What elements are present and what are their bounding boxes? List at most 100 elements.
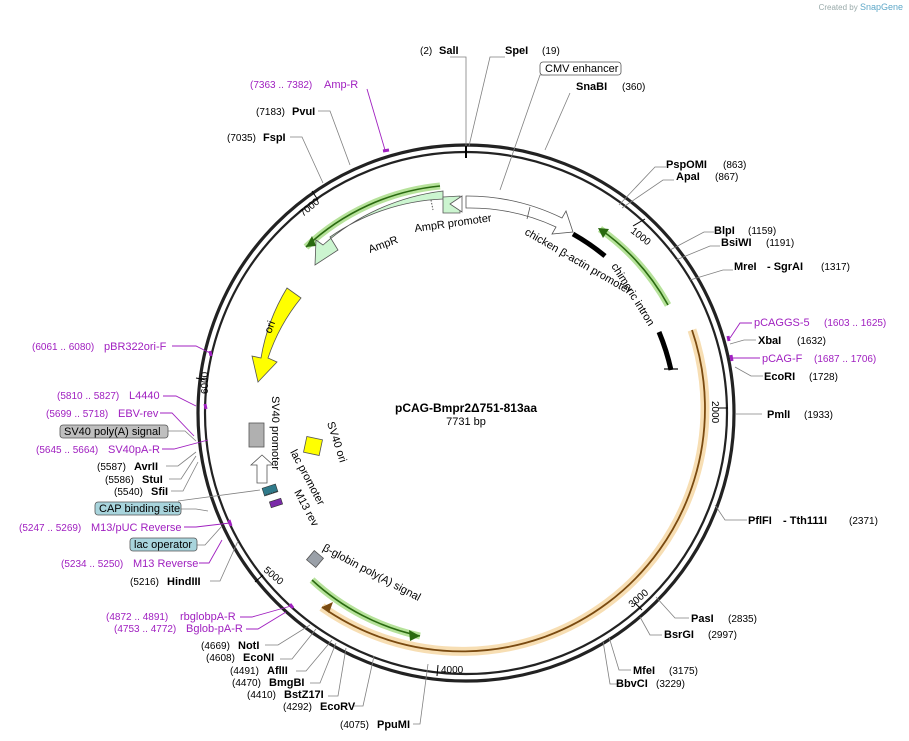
- ori-label: ori: [263, 319, 278, 335]
- site-econi: EcoNI: [243, 652, 274, 664]
- site-mrei: MreI: [734, 261, 757, 273]
- site-pos: (2835): [728, 614, 757, 625]
- site-cap-binding: CAP binding site: [99, 503, 180, 515]
- site-sgrai: - SgrAI: [767, 261, 803, 273]
- primer-pcagf: pCAG-F: [762, 353, 803, 365]
- site-pasi: PasI: [691, 613, 714, 625]
- site-fspi: FspI: [263, 132, 286, 144]
- site-pos: (5216): [130, 577, 159, 588]
- site-noti: NotI: [238, 640, 259, 652]
- site-pos: (4608): [206, 653, 235, 664]
- primer-pbr322ori: pBR322ori-F: [104, 341, 167, 353]
- site-bsiwi: BsiWI: [721, 237, 752, 249]
- site-spei: SpeI: [505, 45, 528, 57]
- site-pos: (2): [420, 46, 432, 57]
- primer-ampr: Amp-R: [324, 79, 358, 91]
- sites-right: PspOMI (863) ApaI (867) BlpI (1159) BsiW…: [616, 159, 886, 690]
- site-blpi: BlpI: [714, 225, 735, 237]
- site-mfei: MfeI: [633, 665, 655, 677]
- site-pos: (7035): [227, 133, 256, 144]
- primer-bglob-pa-r: Bglob-pA-R: [186, 623, 243, 635]
- ampr-feature: [314, 190, 463, 266]
- green-feature-arcs: [303, 182, 672, 641]
- site-pos: (5587): [97, 462, 126, 473]
- site-pos: (4491): [230, 666, 259, 677]
- insert-arc: [319, 328, 710, 656]
- snapgene-logo-text: SnapGene: [859, 2, 903, 12]
- primer-pos: (4872 .. 4891): [106, 612, 168, 623]
- primer-pos: (7363 .. 7382): [250, 80, 312, 91]
- site-pos: (867): [715, 172, 738, 183]
- site-pos: (3175): [669, 666, 698, 677]
- site-avrii: AvrII: [134, 461, 158, 473]
- primer-pos: (5247 .. 5269): [19, 523, 81, 534]
- snapgene-brand: Created by SnapGene: [819, 2, 903, 12]
- site-pos: (4292): [283, 702, 312, 713]
- site-pos: (1728): [809, 372, 838, 383]
- site-ppumi: PpuMI: [377, 719, 410, 731]
- site-pos: (4669): [201, 641, 230, 652]
- created-by-text: Created by: [818, 3, 858, 12]
- site-pos: (1933): [804, 410, 833, 421]
- site-pos: (1191): [766, 238, 794, 249]
- site-pspomi: PspOMI: [666, 159, 707, 171]
- ampr-label: AmpR: [367, 234, 400, 256]
- ampr-promoter-label: AmpR promoter: [414, 212, 493, 235]
- site-apai: ApaI: [676, 171, 700, 183]
- tick-1000: 1000: [628, 226, 653, 249]
- site-pos: (4470): [232, 678, 261, 689]
- site-pos: (4075): [340, 720, 369, 731]
- tick-2000: 2000: [709, 401, 720, 424]
- site-sali: SalI: [439, 45, 459, 57]
- primer-ebv-rev: EBV-rev: [118, 408, 159, 420]
- tick-6000: 6000: [200, 371, 211, 394]
- site-pos: (7183): [256, 107, 285, 118]
- primer-m13-reverse: M13 Reverse: [133, 558, 198, 570]
- bglobin-polya-box: [305, 549, 325, 569]
- site-bbvci: BbvCI: [616, 678, 648, 690]
- site-tth111i: - Tth111I: [783, 515, 827, 527]
- site-sfii: SfiI: [151, 486, 168, 498]
- sv40-ori-label: SV40 ori: [324, 420, 348, 464]
- primer-pos: (4753 .. 4772): [114, 624, 176, 635]
- site-cmv-enhancer: CMV enhancer: [545, 63, 619, 75]
- sites-bottom: (4669) NotI (4608) EcoNI (4491) AflII (4…: [201, 640, 410, 731]
- primer-pos: (5234 .. 5250): [61, 559, 123, 570]
- site-pos: (3229): [656, 679, 685, 690]
- lac-promoter-box: [261, 483, 279, 497]
- primer-pos: (6061 .. 6080): [32, 342, 94, 353]
- primer-pos: (5645 .. 5664): [36, 445, 98, 456]
- primer-marks: [203, 148, 734, 609]
- site-pos: (1159): [748, 226, 776, 237]
- site-pos: (2997): [708, 630, 737, 641]
- site-pos: (5540): [114, 487, 143, 498]
- tick-4000: 4000: [441, 665, 464, 676]
- primer-pos: (1603 .. 1625): [824, 318, 886, 329]
- site-xbai: XbaI: [758, 335, 781, 347]
- primer-pos: (5810 .. 5827): [57, 391, 119, 402]
- site-pos: (1317): [821, 262, 850, 273]
- plasmid-name: pCAG-Bmpr2Δ751-813aa: [395, 401, 537, 415]
- sv40-polya-label-box: [59, 424, 169, 439]
- primer-l4440: L4440: [129, 390, 160, 402]
- tick-5000: 5000: [261, 565, 285, 588]
- sites-top: (2) SalI SpeI (19) CMV enhancer SnaBI (3…: [420, 45, 645, 93]
- site-aflii: AflII: [267, 665, 288, 677]
- primer-sv40pa-r: SV40pA-R: [108, 444, 160, 456]
- sv40-polya-box: [248, 422, 265, 448]
- leader-lines: [160, 56, 763, 725]
- site-pos: (360): [622, 82, 645, 93]
- site-pos: (1632): [797, 336, 826, 347]
- sites-left: (7363 .. 7382) Amp-R (7183) PvuI (7035) …: [19, 79, 358, 635]
- site-pos: (2371): [849, 516, 878, 527]
- sv40-promoter-label: SV40 promoter: [269, 396, 281, 470]
- m13-rev-box: [268, 497, 284, 509]
- primer-pos: (5699 .. 5718): [46, 409, 108, 420]
- site-bmgbi: BmgBI: [269, 677, 304, 689]
- site-hindiii: HindIII: [167, 576, 201, 588]
- lac-operator-label-box: [129, 537, 198, 552]
- site-pvui: PvuI: [292, 106, 315, 118]
- site-ecori: EcoRI: [764, 371, 795, 383]
- site-pflfi: PflFI: [748, 515, 772, 527]
